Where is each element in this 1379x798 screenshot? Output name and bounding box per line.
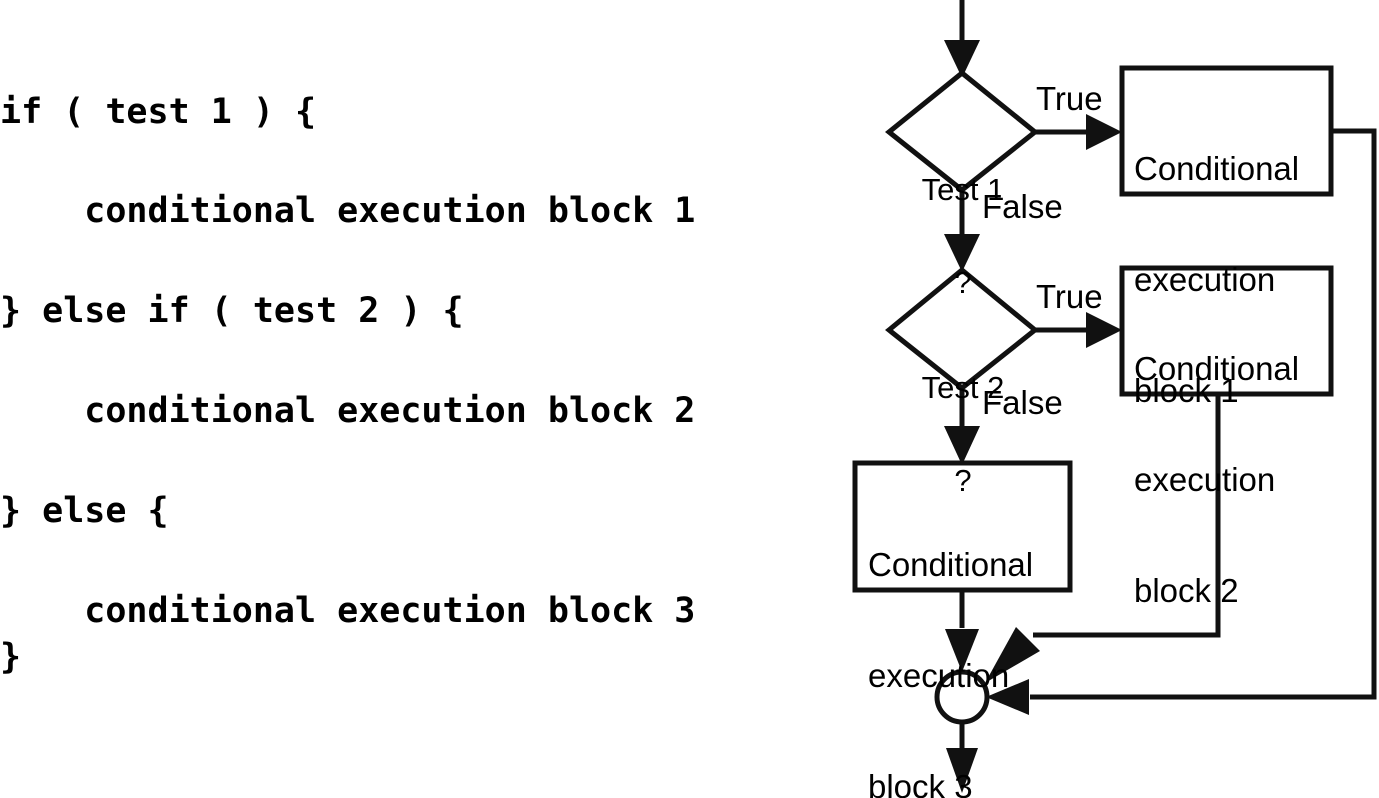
edge-block2-to-merge [1033, 394, 1221, 638]
code-line: conditional execution block 2 [0, 391, 696, 431]
decision-test-1-question: ? [954, 265, 972, 300]
code-line: conditional execution block 3 [0, 591, 696, 631]
process-box-3-line1: Conditional [868, 546, 1034, 583]
edge-block1-to-merge [1030, 128, 1377, 700]
process-box-2-line1: Conditional [1134, 350, 1300, 387]
decision-test-1-title: Test 1 [921, 172, 1005, 207]
process-box-3-label: Conditional execution block 3 [868, 472, 1068, 798]
process-box-1-line3: block 1 [1134, 372, 1239, 409]
decision-test-1-label: Test 1 ? [890, 112, 1036, 360]
process-box-3-line3: block 3 [868, 768, 973, 798]
edge-label-true-2: True [1036, 278, 1103, 315]
edge-label-false-2: False [982, 384, 1063, 421]
process-box-2-line3: block 2 [1134, 572, 1239, 609]
edge-label-false-1: False [982, 188, 1063, 225]
decision-test-2-label: Test 2 ? [890, 310, 1036, 558]
process-box-3-line2: execution [868, 657, 1010, 694]
exit-arrowhead-icon [946, 748, 978, 793]
edge-label-true-1: True [1036, 80, 1103, 117]
process-box-2-line2: execution [1134, 461, 1276, 498]
edge-block2-arrowhead-icon [985, 627, 1040, 683]
edge-block3-arrowhead-icon [945, 629, 979, 672]
edge-false-1-arrowhead-icon [944, 234, 980, 272]
code-line: if ( test 1 ) { [0, 92, 317, 132]
code-line: } [0, 637, 22, 677]
process-box-1-label: Conditional execution block 1 [1134, 76, 1334, 483]
process-box-3 [852, 460, 1073, 593]
code-line: conditional execution block 1 [0, 191, 696, 231]
edge-true-1-arrowhead-icon [1086, 114, 1122, 150]
decision-test-2-title: Test 2 [921, 370, 1005, 405]
code-listing: if ( test 1 ) { conditional execution bl… [0, 92, 696, 677]
code-line: } else if ( test 2 ) { [0, 291, 464, 331]
decision-test-2-question: ? [954, 463, 972, 498]
edge-true-2-arrowhead-icon [1086, 312, 1122, 348]
process-box-1-line1: Conditional [1134, 150, 1300, 187]
process-box-1 [1119, 65, 1334, 197]
process-box-1-line2: execution [1134, 261, 1276, 298]
code-line: } else { [0, 491, 169, 531]
process-box-2 [1119, 265, 1334, 397]
edge-false-2-arrowhead-icon [944, 426, 980, 465]
edge-block1-arrowhead-icon [986, 679, 1029, 715]
process-box-2-label: Conditional execution block 2 [1134, 276, 1334, 683]
entry-arrowhead-icon [944, 40, 980, 78]
